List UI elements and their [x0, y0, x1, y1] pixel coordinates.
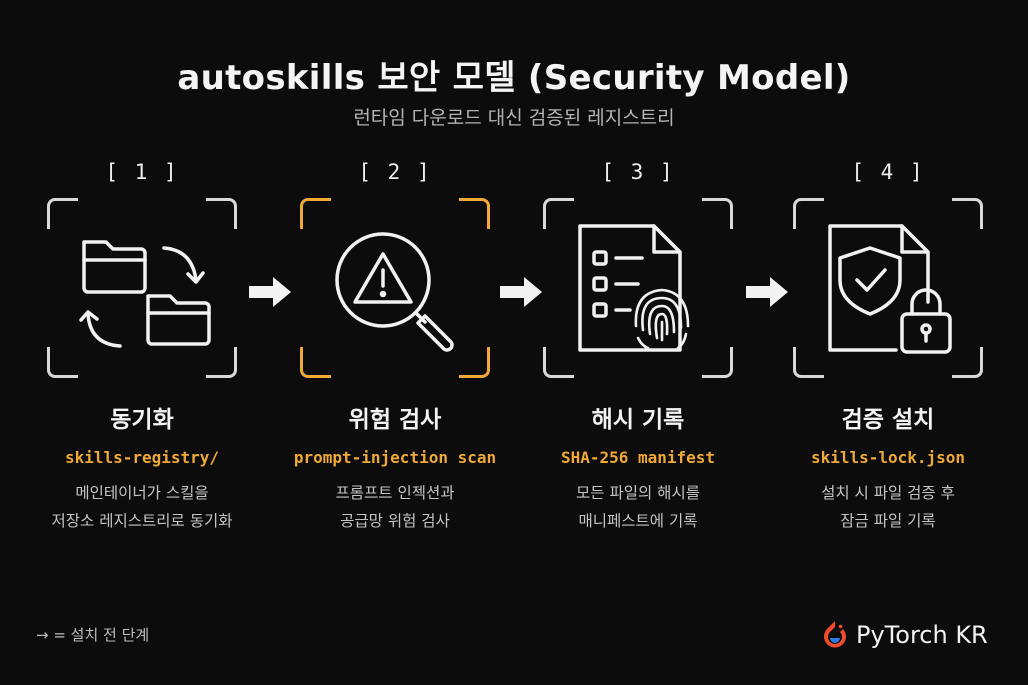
arrow-right-icon — [249, 277, 291, 307]
step-number: [ 2 ] — [358, 160, 432, 184]
icon-frame — [300, 198, 490, 378]
page-title: autoskills 보안 모델 (Security Model) — [177, 58, 851, 98]
step-scan: [ 2 ] 위험 검사 prompt-injection scan 프롬프트 인… — [265, 160, 525, 535]
step-hash: [ 3 ] 해시 기록 SHA-256 manifest — [508, 160, 768, 535]
step-code: skills-lock.json — [810, 448, 966, 467]
step-description-line: 매니페스트에 기록 — [578, 512, 698, 530]
step-code: SHA-256 manifest — [560, 448, 716, 467]
step-description: 프롬프트 인젝션과 공급망 위험 검사 — [265, 479, 525, 535]
step-description: 모든 파일의 해시를 매니페스트에 기록 — [508, 479, 768, 535]
step-code: skills-registry/ — [64, 448, 220, 467]
shield-lock-document-icon — [828, 224, 952, 354]
arrow-right-icon — [746, 277, 788, 307]
step-description-line: 메인테이너가 스킬을 — [75, 484, 209, 502]
step-description-line: 설치 시 파일 검증 후 — [821, 484, 955, 502]
step-number: [ 4 ] — [851, 160, 925, 184]
step-description-line: 공급망 위험 검사 — [340, 512, 450, 530]
step-description: 메인테이너가 스킬을 저장소 레지스트리로 동기화 — [12, 479, 272, 535]
step-title: 해시 기록 — [591, 407, 685, 433]
icon-frame — [793, 198, 983, 378]
step-description-line: 모든 파일의 해시를 — [576, 484, 700, 502]
icon-frame — [543, 198, 733, 378]
step-number: [ 3 ] — [601, 160, 675, 184]
warning-magnifier-icon — [335, 232, 454, 352]
step-title: 검증 설치 — [841, 407, 935, 433]
step-title: 위험 검사 — [348, 407, 442, 433]
step-description-line: 프롬프트 인젝션과 — [335, 484, 455, 502]
fingerprint-document-icon — [578, 224, 690, 352]
step-install: [ 4 ] 검증 설치 skills-lock.json 설치 시 파일 검증 … — [758, 160, 1018, 535]
step-number: [ 1 ] — [105, 160, 179, 184]
icon-frame — [47, 198, 237, 378]
step-description-line: 잠금 파일 기록 — [840, 512, 936, 530]
step-title: 동기화 — [110, 407, 174, 433]
pytorch-flame-icon — [824, 621, 846, 648]
page-subtitle: 런타임 다운로드 대신 검증된 레지스트리 — [353, 107, 675, 129]
step-description-line: 저장소 레지스트리로 동기화 — [51, 512, 233, 530]
arrow-right-icon — [500, 277, 542, 307]
step-sync: [ 1 ] 동기화 skills-registry/ 메인테이너가 스킬을 저장… — [12, 160, 272, 535]
legend: → = 설치 전 단계 — [36, 626, 150, 644]
brand-name: PyTorch KR — [856, 621, 988, 649]
brand-logo: PyTorch KR — [822, 620, 988, 650]
step-code: prompt-injection scan — [293, 448, 497, 467]
folder-sync-icon — [79, 240, 211, 348]
step-description: 설치 시 파일 검증 후 잠금 파일 기록 — [758, 479, 1018, 535]
